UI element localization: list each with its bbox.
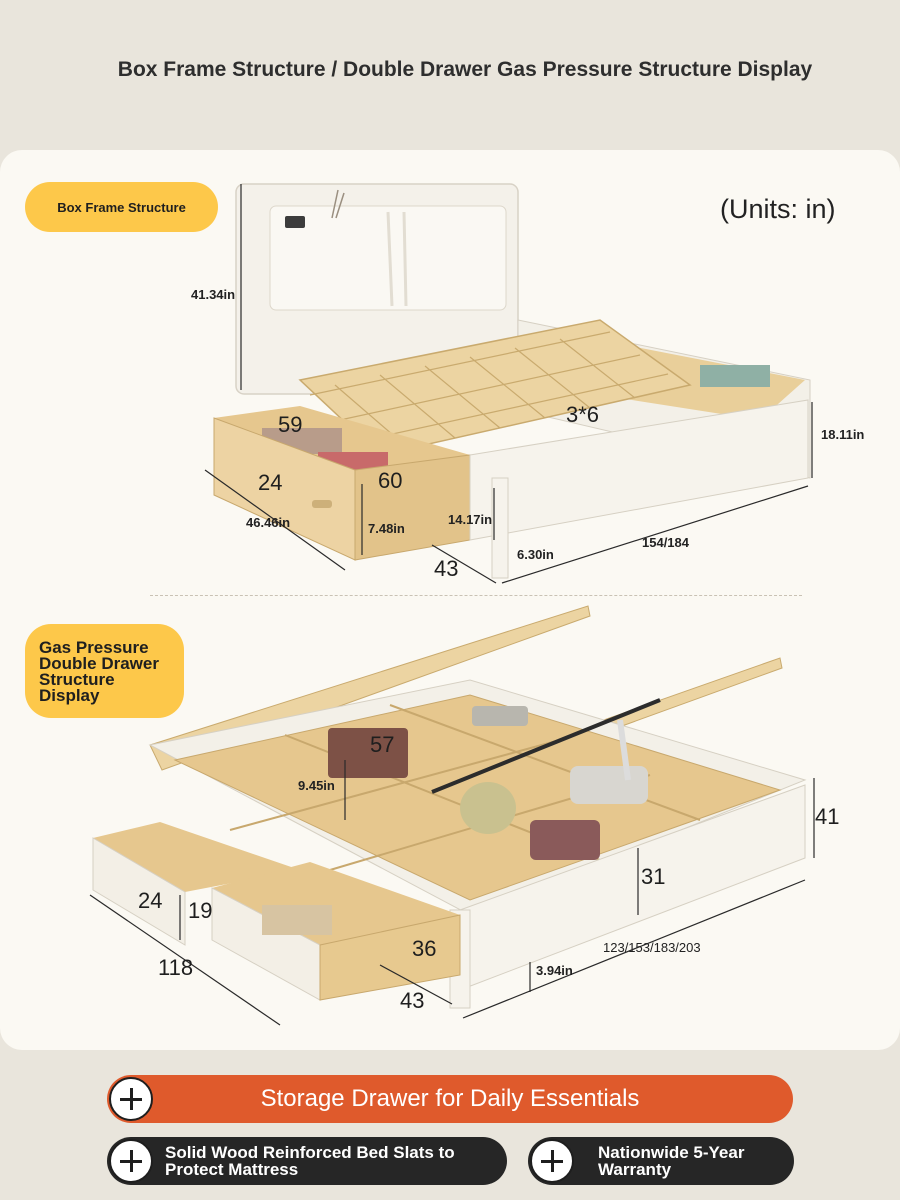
- gas-pressure-bed-illustration: [89, 605, 815, 1026]
- dim-slat-spec: 3*6: [566, 402, 600, 427]
- left-drawer-side: [354, 454, 471, 561]
- dim-gas-drawer-height: 24: [138, 888, 163, 913]
- front-side-rail: [469, 399, 809, 541]
- dim-gas-drawer-length: 43: [400, 988, 425, 1013]
- section-divider: [150, 595, 802, 596]
- dim-gas-drawer-front: 36: [412, 936, 437, 961]
- feature-warranty: Nationwide 5-Year Warranty: [528, 1137, 794, 1185]
- plus-circle-icon: [530, 1139, 574, 1183]
- dim-drawer-length: 43: [434, 556, 459, 581]
- dim-bed-widths: 123/153/183/203: [603, 940, 701, 955]
- dim-gas-side-height: 41: [815, 804, 840, 829]
- feature-warranty-text: Nationwide 5-Year Warranty: [598, 1144, 744, 1178]
- dim-compartment-width: 57: [370, 732, 395, 757]
- digital-clock-icon: [285, 216, 305, 228]
- dim-drawer-width-b: 60: [378, 468, 403, 493]
- dim-drawer-width-a: 59: [278, 412, 303, 437]
- dim-gas-leg-height: 3.94in: [536, 963, 573, 978]
- gas-pressure-label: Gas Pressure Double Drawer Structure Dis…: [25, 624, 184, 718]
- gas-pressure-label-line-3: Structure: [39, 670, 115, 689]
- dim-drawer-front: 14.17in: [448, 512, 493, 527]
- dim-side-height: 18.11in: [821, 427, 865, 442]
- dim-compartment-height: 9.45in: [298, 778, 335, 793]
- dim-drawer-depth: 46.46in: [246, 515, 291, 530]
- dim-gas-drawer-inner: 19: [188, 898, 213, 923]
- dim-inner-depth: 31: [641, 864, 666, 889]
- feature-bed-slats-line-1: Solid Wood Reinforced Bed Slats to: [165, 1143, 455, 1162]
- feature-bed-slats: Solid Wood Reinforced Bed Slats to Prote…: [107, 1137, 507, 1185]
- dim-drawer-height: 24: [258, 470, 283, 495]
- feature-bed-slats-line-2: Protect Mattress: [165, 1160, 299, 1179]
- feature-storage-drawer: Storage Drawer for Daily Essentials: [107, 1075, 793, 1123]
- box-frame-bed-illustration: [204, 183, 813, 584]
- dim-leg-height: 6.30in: [517, 547, 554, 562]
- plus-circle-icon: [109, 1139, 153, 1183]
- gas-drawer-left: [92, 837, 186, 946]
- page-title: Box Frame Structure / Double Drawer Gas …: [117, 58, 813, 81]
- gas-pressure-label-line-4: Display: [39, 686, 100, 705]
- feature-warranty-line-2: Warranty: [598, 1160, 672, 1179]
- dim-drawer-inner: 7.48in: [368, 521, 405, 536]
- headboard-cushion: [269, 205, 507, 311]
- box-frame-label: Box Frame Structure: [25, 182, 218, 232]
- dim-overall-length: 118: [158, 955, 194, 980]
- plus-circle-icon: [109, 1077, 153, 1121]
- feature-storage-drawer-text: Storage Drawer for Daily Essentials: [260, 1085, 640, 1112]
- gas-pressure-label-line-1: Gas Pressure: [39, 638, 149, 657]
- feature-warranty-line-1: Nationwide 5-Year: [598, 1143, 745, 1162]
- gas-pressure-label-line-2: Double Drawer: [39, 654, 159, 673]
- feature-bed-slats-text: Solid Wood Reinforced Bed Slats to Prote…: [165, 1144, 455, 1178]
- dim-bed-length: 154/184: [642, 535, 689, 550]
- units-label: (Units: in): [720, 194, 836, 224]
- dim-headboard-height: 41.34in: [191, 287, 236, 302]
